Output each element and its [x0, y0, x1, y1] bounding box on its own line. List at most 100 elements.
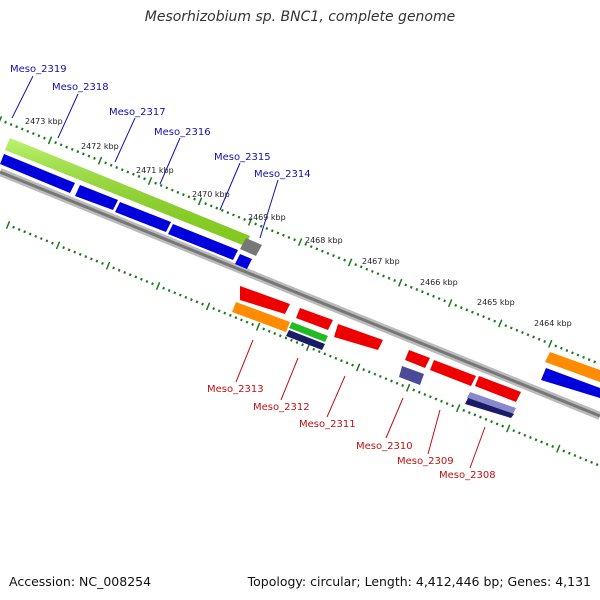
scale-tick	[128, 273, 132, 277]
scale-tick	[39, 237, 43, 241]
scale-tick	[493, 319, 497, 323]
scale-tick	[178, 293, 182, 297]
gene-label[interactable]: Meso_2315	[214, 152, 271, 163]
scale-tick	[278, 334, 282, 338]
scale-tick	[405, 383, 411, 392]
scale-tick	[232, 213, 235, 217]
gene-label[interactable]: Meso_2308	[439, 470, 496, 481]
scale-tick	[343, 258, 346, 262]
scale-tick	[447, 299, 453, 308]
kbp-label: 2468 kbp	[305, 236, 343, 245]
scale-tick	[195, 300, 199, 304]
scale-tick	[104, 161, 107, 165]
gene-labels-bottom: Meso_2313 Meso_2312 Meso_2311 Meso_2310 …	[207, 384, 496, 481]
gene-bar[interactable]	[430, 360, 476, 386]
scale-tick	[532, 335, 535, 339]
scale-tick	[355, 363, 361, 372]
kbp-label: 2464 kbp	[534, 319, 572, 328]
scale-tick	[426, 292, 430, 296]
scale-tick	[521, 330, 524, 334]
scale-tick	[284, 336, 288, 340]
scale-tick	[417, 390, 421, 394]
gene-bar[interactable]	[334, 324, 383, 350]
gene-label[interactable]: Meso_2314	[254, 169, 311, 180]
gene-features	[0, 138, 600, 418]
gene-bar[interactable]	[467, 392, 516, 414]
scale-tick	[451, 404, 455, 408]
gene-bar[interactable]	[545, 352, 600, 382]
gene-label[interactable]: Meso_2310	[356, 441, 413, 452]
scale-tick	[293, 238, 296, 242]
kbp-label: 2472 kbp	[81, 142, 119, 151]
scale-tick	[15, 125, 19, 129]
genome-summary-text: Topology: circular; Length: 4,412,446 bp…	[247, 574, 591, 589]
gene-label[interactable]: Meso_2318	[52, 82, 109, 93]
kbp-label: 2466 kbp	[420, 278, 458, 287]
scale-tick	[182, 193, 185, 197]
kbp-label: 2467 kbp	[362, 257, 400, 266]
gene-label[interactable]: Meso_2317	[109, 107, 166, 118]
gene-bar[interactable]	[296, 308, 333, 330]
scale-tick	[9, 123, 13, 127]
scale-tick	[226, 211, 230, 215]
scale-tick	[509, 326, 513, 330]
gene-bar[interactable]	[289, 322, 328, 342]
scale-tick	[76, 150, 80, 154]
gene-bar[interactable]	[115, 202, 171, 232]
scale-tick	[17, 228, 21, 232]
gene-bar[interactable]	[541, 368, 600, 398]
scale-tick	[265, 227, 269, 230]
gene-bar[interactable]	[75, 185, 118, 210]
scale-tick	[51, 241, 54, 245]
scale-tick	[554, 344, 558, 348]
scale-tick	[515, 328, 519, 332]
scale-tick	[315, 247, 319, 251]
gene-bar[interactable]	[5, 138, 250, 246]
scale-tick	[567, 451, 571, 455]
scale-tick	[584, 458, 588, 462]
scale-tick	[517, 431, 521, 435]
scale-tick	[212, 307, 216, 311]
scale-tick	[345, 361, 349, 365]
gene-bar[interactable]	[475, 376, 521, 402]
gene-bar[interactable]	[168, 224, 238, 260]
scale-tick	[551, 445, 555, 448]
gene-bar[interactable]	[235, 254, 252, 269]
gene-label[interactable]: Meso_2312	[253, 402, 310, 413]
gene-bar[interactable]	[465, 398, 514, 418]
scale-tick	[120, 168, 124, 172]
scale-tick	[167, 289, 171, 293]
scale-tick	[571, 351, 574, 355]
scale-tick	[255, 322, 261, 331]
scale-tick	[70, 147, 74, 151]
gene-bar[interactable]	[240, 286, 290, 314]
scale-tick	[34, 234, 38, 238]
scale-tick	[176, 190, 180, 194]
scale-tick	[440, 399, 443, 403]
scale-tick	[109, 163, 113, 167]
gene-bar[interactable]	[286, 330, 325, 350]
gene-label[interactable]: Meso_2316	[154, 127, 211, 138]
scale-tick	[247, 217, 253, 226]
gene-label[interactable]: Meso_2313	[207, 384, 264, 395]
gene-label[interactable]: Meso_2309	[397, 456, 454, 467]
gene-bar[interactable]	[405, 350, 430, 368]
scale-tick	[276, 231, 280, 235]
scale-tick	[443, 299, 447, 303]
scale-tick	[105, 261, 111, 270]
scale-tick	[270, 229, 274, 233]
scale-tick	[465, 308, 469, 312]
scale-tick	[376, 272, 380, 276]
gene-label[interactable]: Meso_2311	[299, 419, 356, 430]
gene-bar[interactable]	[0, 154, 75, 193]
scale-tick	[455, 404, 461, 413]
gene-bar[interactable]	[240, 238, 262, 256]
scale-tick	[47, 136, 53, 145]
scale-tick	[151, 282, 154, 286]
gene-label[interactable]: Meso_2319	[10, 64, 67, 75]
gene-bar[interactable]	[232, 302, 290, 332]
scale-tick	[334, 356, 338, 360]
scale-tick	[287, 236, 291, 240]
gene-bar[interactable]	[399, 366, 424, 385]
